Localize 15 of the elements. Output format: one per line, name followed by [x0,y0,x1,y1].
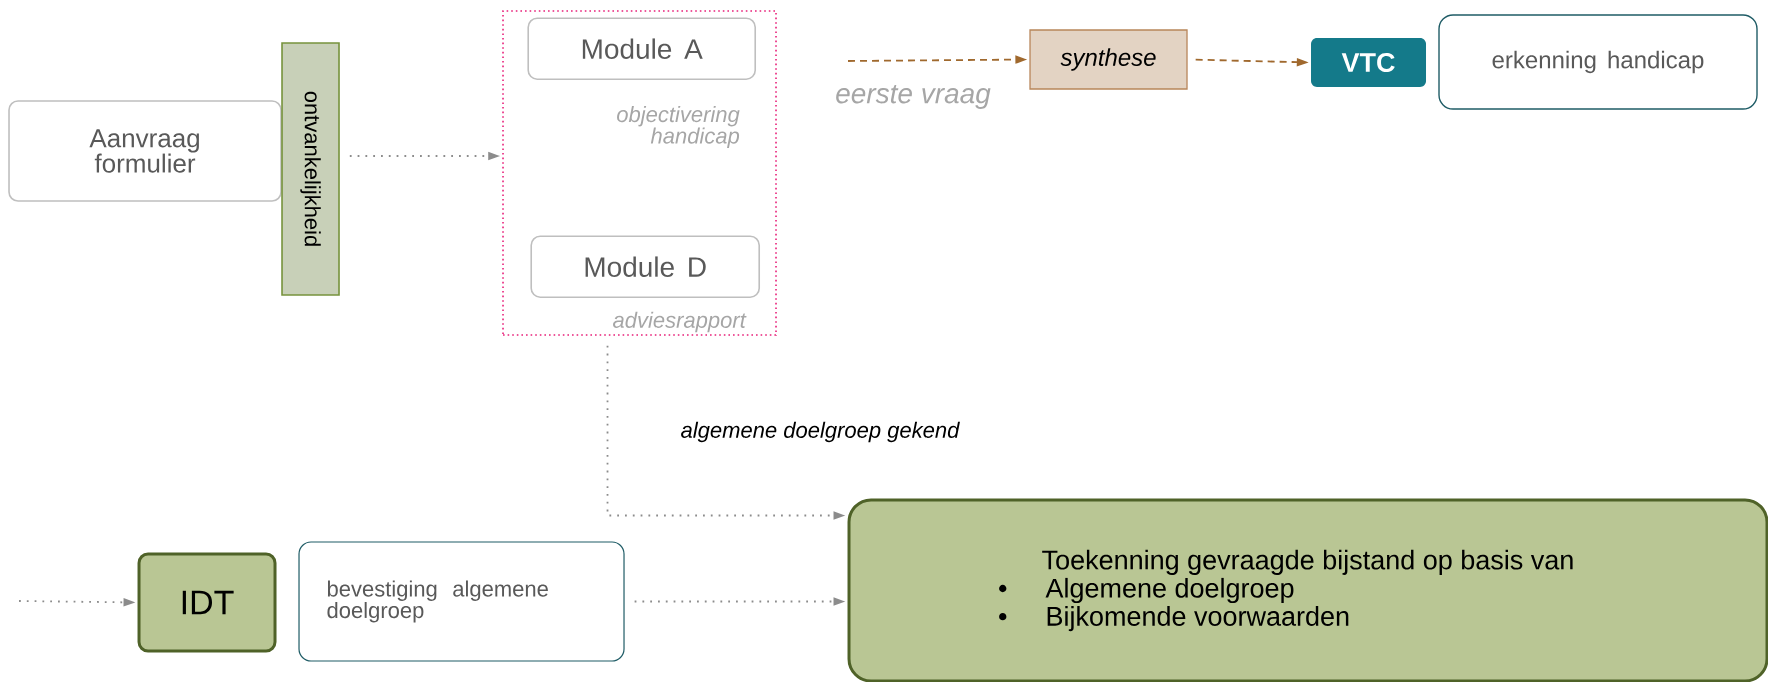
process-box: Module A [527,17,756,80]
process-box: Module D [530,235,760,298]
caption-text: adviesrapport [613,311,747,333]
edge-label: eerste vraag [833,83,993,111]
process-box: IDT [137,552,277,653]
dotted-frame [502,10,777,336]
process-box: bevestiging algemene doelgroep [298,541,625,662]
edge-label: algemene doelgroep gekend [678,419,962,445]
process-box: Aanvraag formulier [8,100,282,202]
result-box: Toekenning gevraagde bijstand op basis van • Algemene doelgroep • Bijkomende voorwaarden [847,498,1768,682]
process-box: synthese [1029,29,1188,90]
label-box: VTC [1311,38,1426,87]
process-box: erkenning handicap [1438,14,1758,110]
vertical-bar: ontvankelijkheid [281,42,340,296]
caption-text: objectivering handicap [617,105,740,148]
